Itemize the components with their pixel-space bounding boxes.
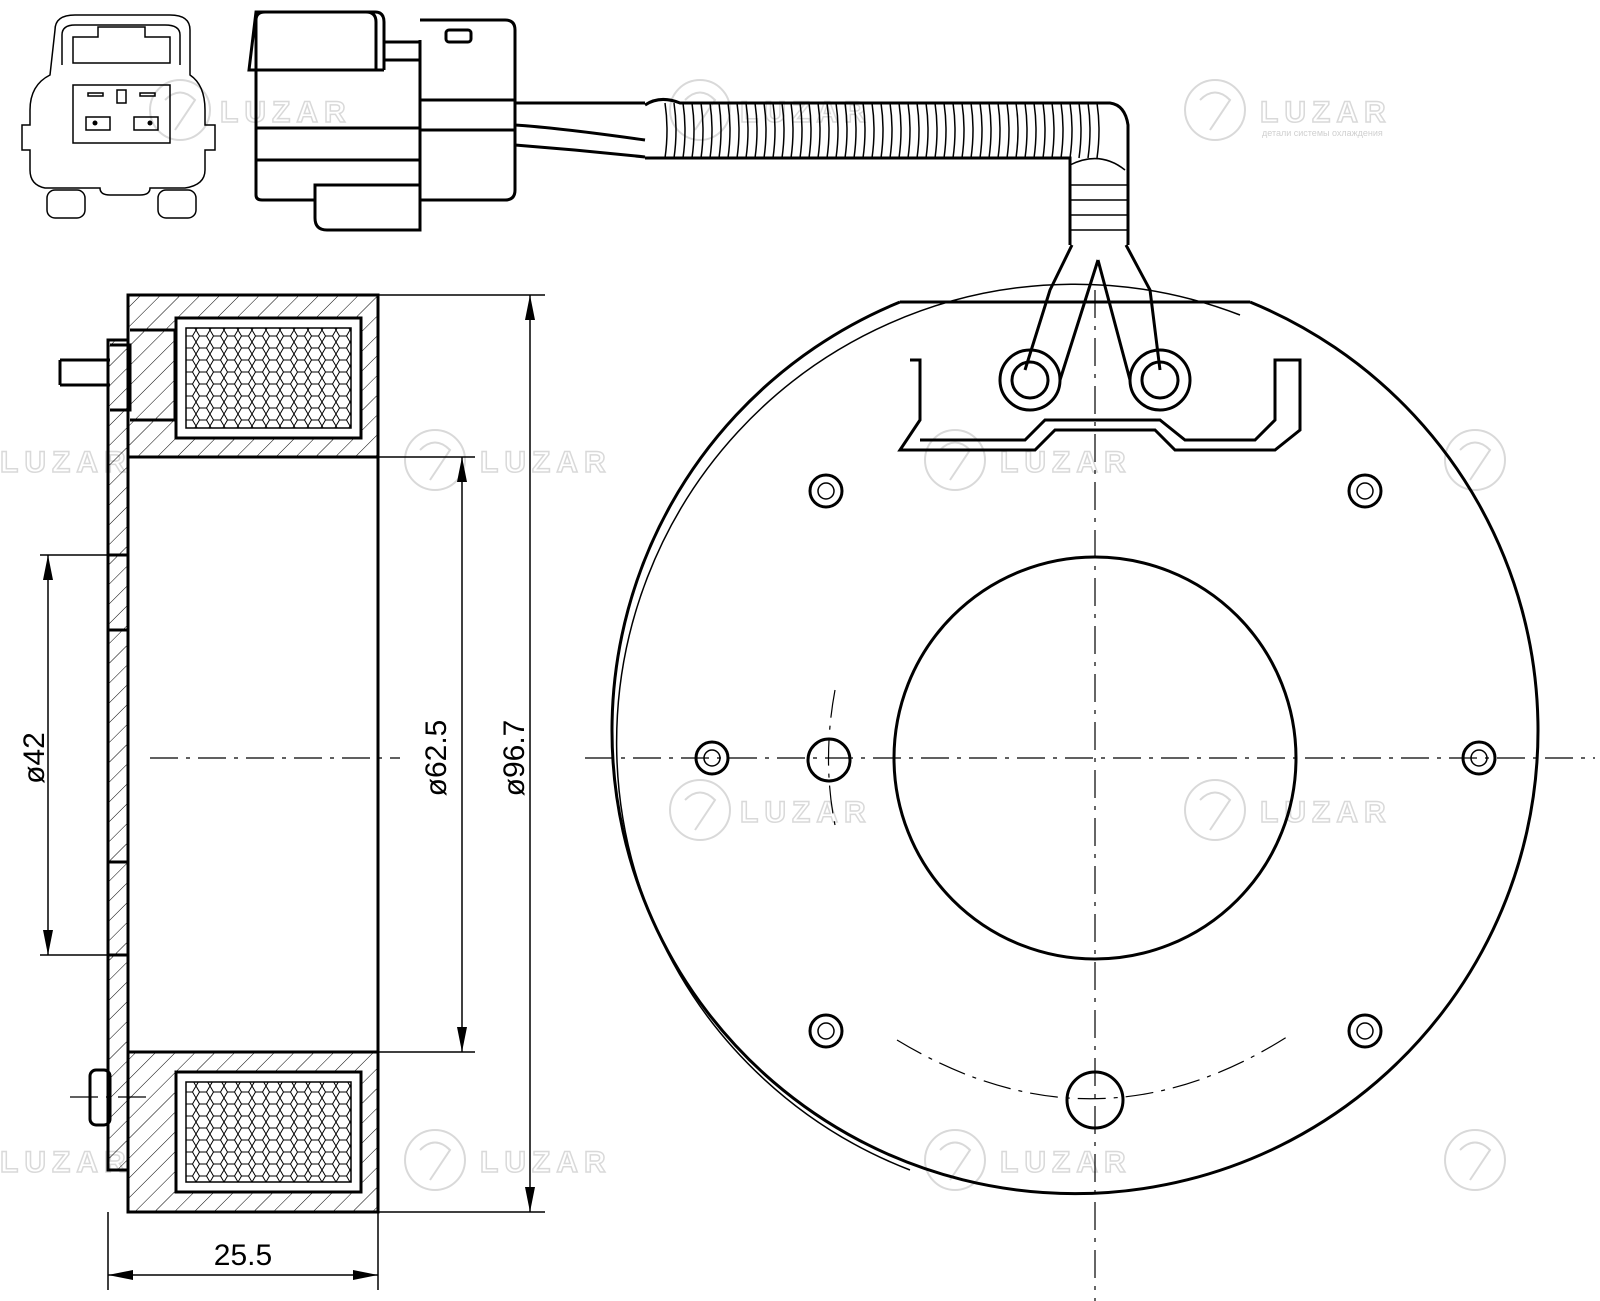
cable-wrap-coil: [988, 102, 992, 159]
cable-wrap-coil: [880, 102, 884, 159]
cable-wrap-coil: [781, 102, 785, 159]
cable-wrap-coil: [844, 102, 848, 159]
cable-wrap-coil: [1033, 102, 1037, 159]
cable-wrap-coil: [1060, 102, 1064, 159]
cable-wrap-coil: [736, 102, 740, 159]
cable-wrap-coil: [907, 102, 911, 159]
watermark-brand: LUZAR: [740, 96, 872, 129]
watermark-brand: LUZAR: [1260, 96, 1392, 129]
front-view: [585, 283, 1595, 1301]
cable-wrap-coil: [970, 102, 974, 159]
dimensions: ø42 ø62.5 ø96.7 25.5: [18, 294, 545, 1290]
cable-wrap-coil: [1015, 102, 1019, 159]
cable-wrap-coil: [835, 102, 839, 159]
cable-wrap-coil: [1096, 102, 1100, 159]
dim-inner-diameter: ø42: [18, 732, 51, 784]
cable-wrap-coil: [898, 102, 902, 159]
cable-wrap-coil: [772, 102, 776, 159]
watermark-brand: LUZAR: [1000, 1146, 1132, 1179]
cable-wrap-coil: [673, 102, 677, 159]
cable-wrap-coil: [682, 102, 686, 159]
watermark-brand: LUZAR: [480, 446, 612, 479]
cable-wrap-coil: [853, 102, 857, 159]
cable-wrap-coil: [763, 102, 767, 159]
cable-wrap-coil: [790, 102, 794, 159]
cable-wrap-coil: [1024, 102, 1028, 159]
cable-wrap-coil: [1069, 102, 1073, 159]
dim-mid-diameter: ø62.5: [420, 720, 453, 797]
connector-front-view: [21, 14, 216, 219]
dim-width: 25.5: [214, 1239, 272, 1272]
watermark-brand: LUZAR: [740, 796, 872, 829]
cable-wrap-coil: [826, 102, 830, 159]
cable-wrap-coil: [961, 102, 965, 159]
cable-wrap-coil: [745, 102, 749, 159]
dim-outer-diameter: ø96.7: [498, 720, 531, 797]
cable-wrap-coil: [916, 102, 920, 159]
cable-wrap-coil: [718, 102, 722, 159]
cable-wrap-coil: [691, 102, 695, 159]
cable-wrap-coil: [1051, 102, 1055, 159]
cable-wrap-coil: [889, 102, 893, 159]
cable-wrap-coil: [799, 102, 803, 159]
connector-side-view: [247, 10, 517, 232]
watermark-brand: LUZAR: [0, 446, 132, 479]
cable-wrap-coil: [1087, 102, 1091, 159]
cable-wrap-coil: [862, 102, 866, 159]
watermark-brand: LUZAR: [1260, 796, 1392, 829]
cable-wrap-coil: [664, 102, 668, 159]
side-section-view: [58, 293, 400, 1214]
cable: [514, 98, 1162, 381]
cable-wrap-coil: [871, 102, 875, 159]
watermark-brand: LUZAR: [480, 1146, 612, 1179]
cable-wrap-coil: [727, 102, 731, 159]
cable-wrap-coil: [979, 102, 983, 159]
watermark-tagline: детали системы охлаждения: [1262, 128, 1383, 138]
watermark-brand: LUZAR: [220, 96, 352, 129]
cable-wrap-coil: [1078, 102, 1082, 159]
cable-wrap-coil: [997, 102, 1001, 159]
cable-wrap-coil: [934, 102, 938, 159]
cable-wrap-coil: [925, 102, 929, 159]
cable-wrap-coil: [754, 102, 758, 159]
cable-wrap-coil: [952, 102, 956, 159]
cable-wrap-coil: [709, 102, 713, 159]
watermark-brand: LUZAR: [0, 1146, 132, 1179]
cable-wrap-coil: [700, 102, 704, 159]
cable-wrap-coil: [1042, 102, 1046, 159]
cable-wrap-coil: [943, 102, 947, 159]
cable-wrap-coil: [817, 102, 821, 159]
cable-wrap-coil: [1006, 102, 1010, 159]
cable-wrap-coil: [808, 102, 812, 159]
